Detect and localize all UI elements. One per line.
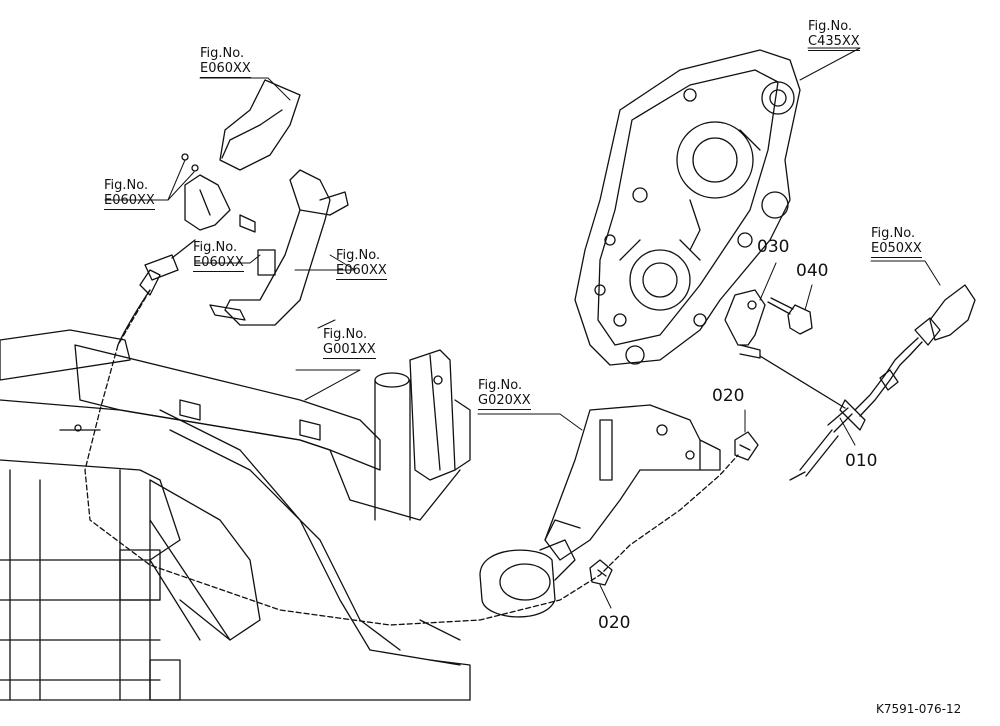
lever-030	[724, 289, 766, 359]
fig-ref-g001: Fig.No. G001XX	[323, 327, 376, 359]
bolt-040	[767, 297, 813, 335]
transmission-housing	[574, 49, 801, 366]
fig-ref-e050: Fig.No. E050XX	[871, 226, 922, 258]
part-number-030: 030	[757, 237, 790, 257]
part-number-010: 010	[845, 451, 878, 471]
fig-ref-e060-middle: Fig.No. E060XX	[193, 240, 244, 272]
drawing-code: K7591-076-12	[876, 702, 962, 716]
pedal-bracket-assembly	[84, 79, 739, 626]
fig-ref-g020: Fig.No. G020XX	[478, 378, 531, 410]
fig-ref-e060-right: Fig.No. E060XX	[336, 248, 387, 280]
fig-ref-e060-left: Fig.No. E060XX	[104, 178, 155, 210]
part-number-040: 040	[796, 261, 829, 281]
part-number-020-upper: 020	[712, 386, 745, 406]
leader-lines	[104, 47, 941, 609]
bracket-g020	[479, 404, 759, 618]
fig-ref-e060-top: Fig.No. E060XX	[200, 46, 251, 78]
fig-ref-c435: Fig.No. C435XX	[808, 19, 860, 51]
part-number-020-lower: 020	[598, 613, 631, 633]
cable-010	[759, 284, 976, 481]
chassis-frame	[0, 329, 471, 701]
